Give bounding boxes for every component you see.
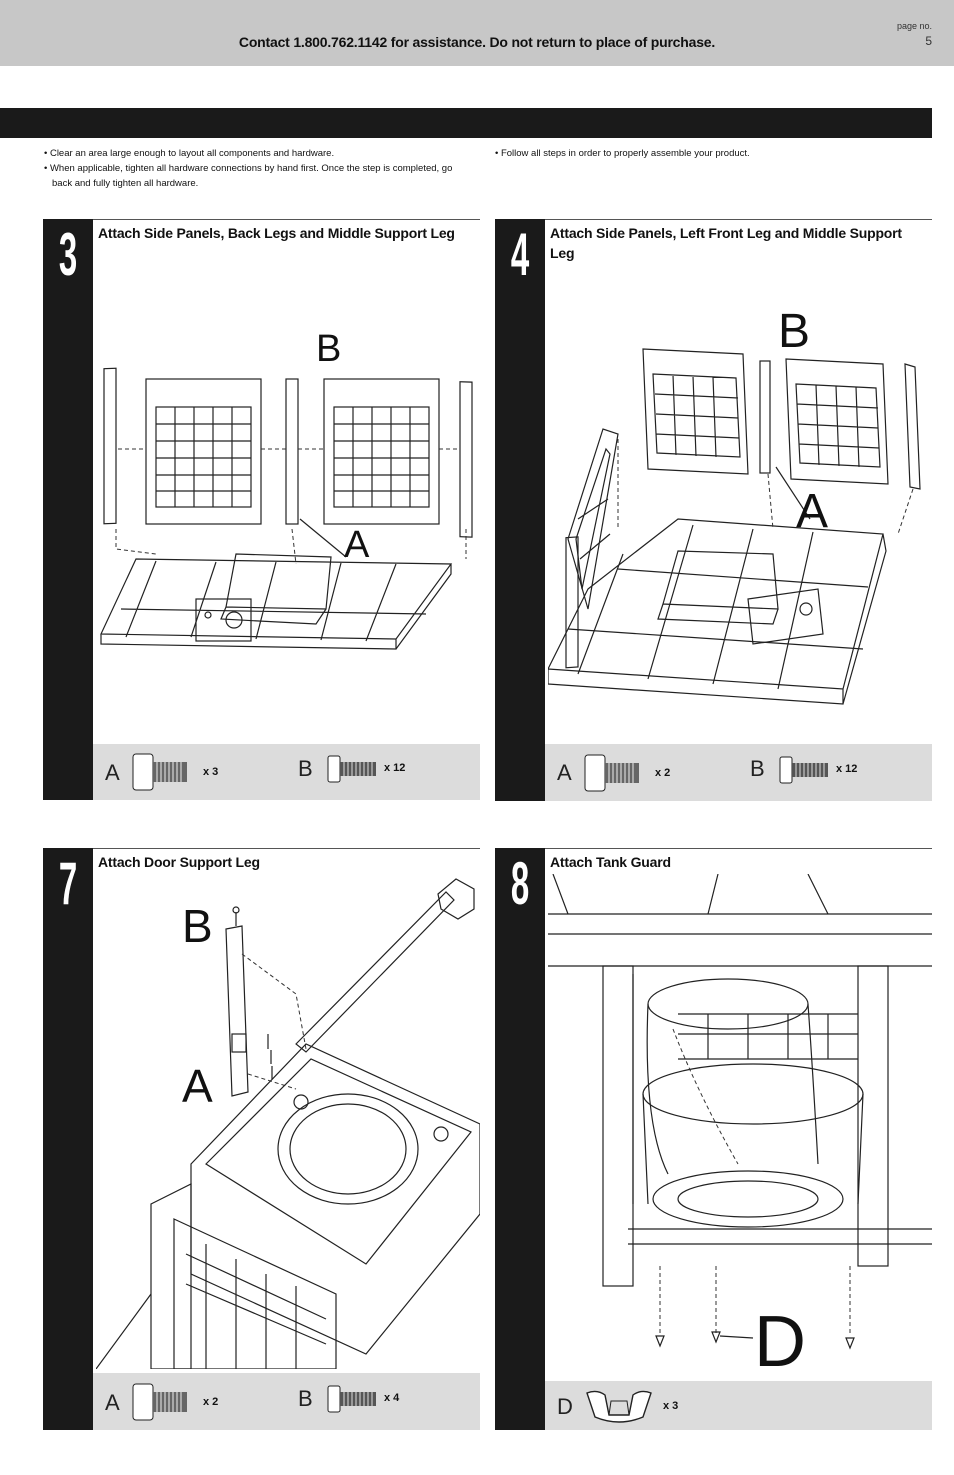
- lattice-left: [155, 406, 252, 508]
- hardware-qty: x 3: [203, 766, 219, 778]
- hardware-qty: x 2: [655, 767, 671, 779]
- hardware-item: A x 2: [555, 744, 715, 801]
- hardware-letter: B: [298, 756, 313, 781]
- step-4-panel: 4 Attach Side Panels, Left Front Leg and…: [495, 219, 932, 801]
- section-bar: [0, 108, 932, 138]
- step-number: 7: [58, 850, 78, 917]
- step-title: Attach Tank Guard: [550, 854, 671, 870]
- hardware-qty: x 3: [663, 1400, 679, 1412]
- tip-item: • Follow all steps in order to properly …: [495, 148, 750, 159]
- panel-rule: [545, 848, 932, 849]
- step-number-strip: [495, 219, 545, 801]
- step-title: Attach Side Panels, Left Front Leg and M…: [550, 225, 902, 261]
- lattice-right: [333, 406, 430, 508]
- callout-b: B: [182, 900, 213, 952]
- hardware-item: B x 12: [298, 744, 458, 800]
- step-3-illustration: B A: [100, 328, 473, 650]
- bolt-icon: [132, 1383, 187, 1421]
- hardware-bar: A x 2 B x 4: [93, 1373, 480, 1430]
- hardware-item: A x 3: [103, 744, 263, 800]
- bolt-icon: [132, 753, 187, 791]
- step-number-strip: [43, 219, 93, 800]
- callout-a: A: [344, 524, 370, 566]
- tip-item: • Clear an area large enough to layout a…: [44, 148, 335, 159]
- step-number-strip: [495, 848, 545, 1430]
- page-number: 5: [925, 34, 932, 48]
- hardware-qty: x 2: [203, 1396, 219, 1408]
- step-7-illustration: B A: [96, 878, 480, 1369]
- page-header: Contact 1.800.762.1142 for assistance. D…: [0, 0, 954, 66]
- tips-right: • Follow all steps in order to properly …: [495, 146, 925, 161]
- hardware-letter: D: [557, 1394, 573, 1419]
- hardware-letter: B: [750, 756, 765, 781]
- callout-b: B: [316, 328, 341, 370]
- hardware-bar: D x 3: [545, 1381, 932, 1430]
- hardware-qty: x 12: [836, 763, 858, 775]
- step-title: Attach Side Panels, Back Legs and Middle…: [98, 225, 455, 241]
- hardware-letter: A: [105, 760, 120, 785]
- hardware-bar: A x 2 B x 12: [545, 744, 932, 801]
- callout-a: A: [796, 485, 828, 538]
- panel-rule: [545, 219, 932, 220]
- step-7-panel: 7 Attach Door Support Leg B A A: [43, 848, 480, 1430]
- step-8-panel: 8 Attach Tank Guard D D: [495, 848, 932, 1430]
- screw-icon: [779, 756, 828, 784]
- screw-icon: [327, 755, 376, 783]
- hardware-item: A x 2: [103, 1373, 263, 1430]
- step-8-illustration: D: [548, 874, 932, 1374]
- hardware-qty: x 4: [384, 1392, 400, 1404]
- panel-rule: [93, 848, 480, 849]
- hardware-bar: A x 3 B x 12: [93, 744, 480, 800]
- hardware-letter: B: [298, 1386, 313, 1411]
- hardware-item: B x 4: [298, 1373, 458, 1430]
- callout-d: D: [754, 1302, 806, 1374]
- panel-rule: [93, 219, 480, 220]
- step-number: 4: [510, 221, 530, 288]
- hardware-item: D x 3: [555, 1381, 715, 1430]
- step-4-illustration: B A: [548, 305, 921, 705]
- hardware-letter: A: [105, 1390, 120, 1415]
- bolt-icon: [584, 754, 639, 792]
- contact-line: Contact 1.800.762.1142 for assistance. D…: [238, 34, 716, 50]
- step-number: 3: [58, 221, 78, 288]
- tip-item: • When applicable, tighten all hardware …: [44, 163, 453, 189]
- tips-left: • Clear an area large enough to layout a…: [44, 146, 474, 191]
- page-number-label: page no.: [896, 21, 932, 31]
- screw-icon: [327, 1385, 376, 1413]
- step-number-strip: [43, 848, 93, 1430]
- foot-cap-icon: [586, 1390, 652, 1423]
- step-3-panel: 3 Attach Side Panels, Back Legs and Midd…: [43, 219, 480, 800]
- hardware-qty: x 12: [384, 762, 406, 774]
- callout-b: B: [778, 305, 810, 358]
- callout-a: A: [182, 1060, 213, 1112]
- hardware-letter: A: [557, 760, 572, 785]
- hardware-item: B x 12: [750, 744, 910, 801]
- step-number: 8: [510, 850, 530, 917]
- step-title: Attach Door Support Leg: [98, 854, 260, 870]
